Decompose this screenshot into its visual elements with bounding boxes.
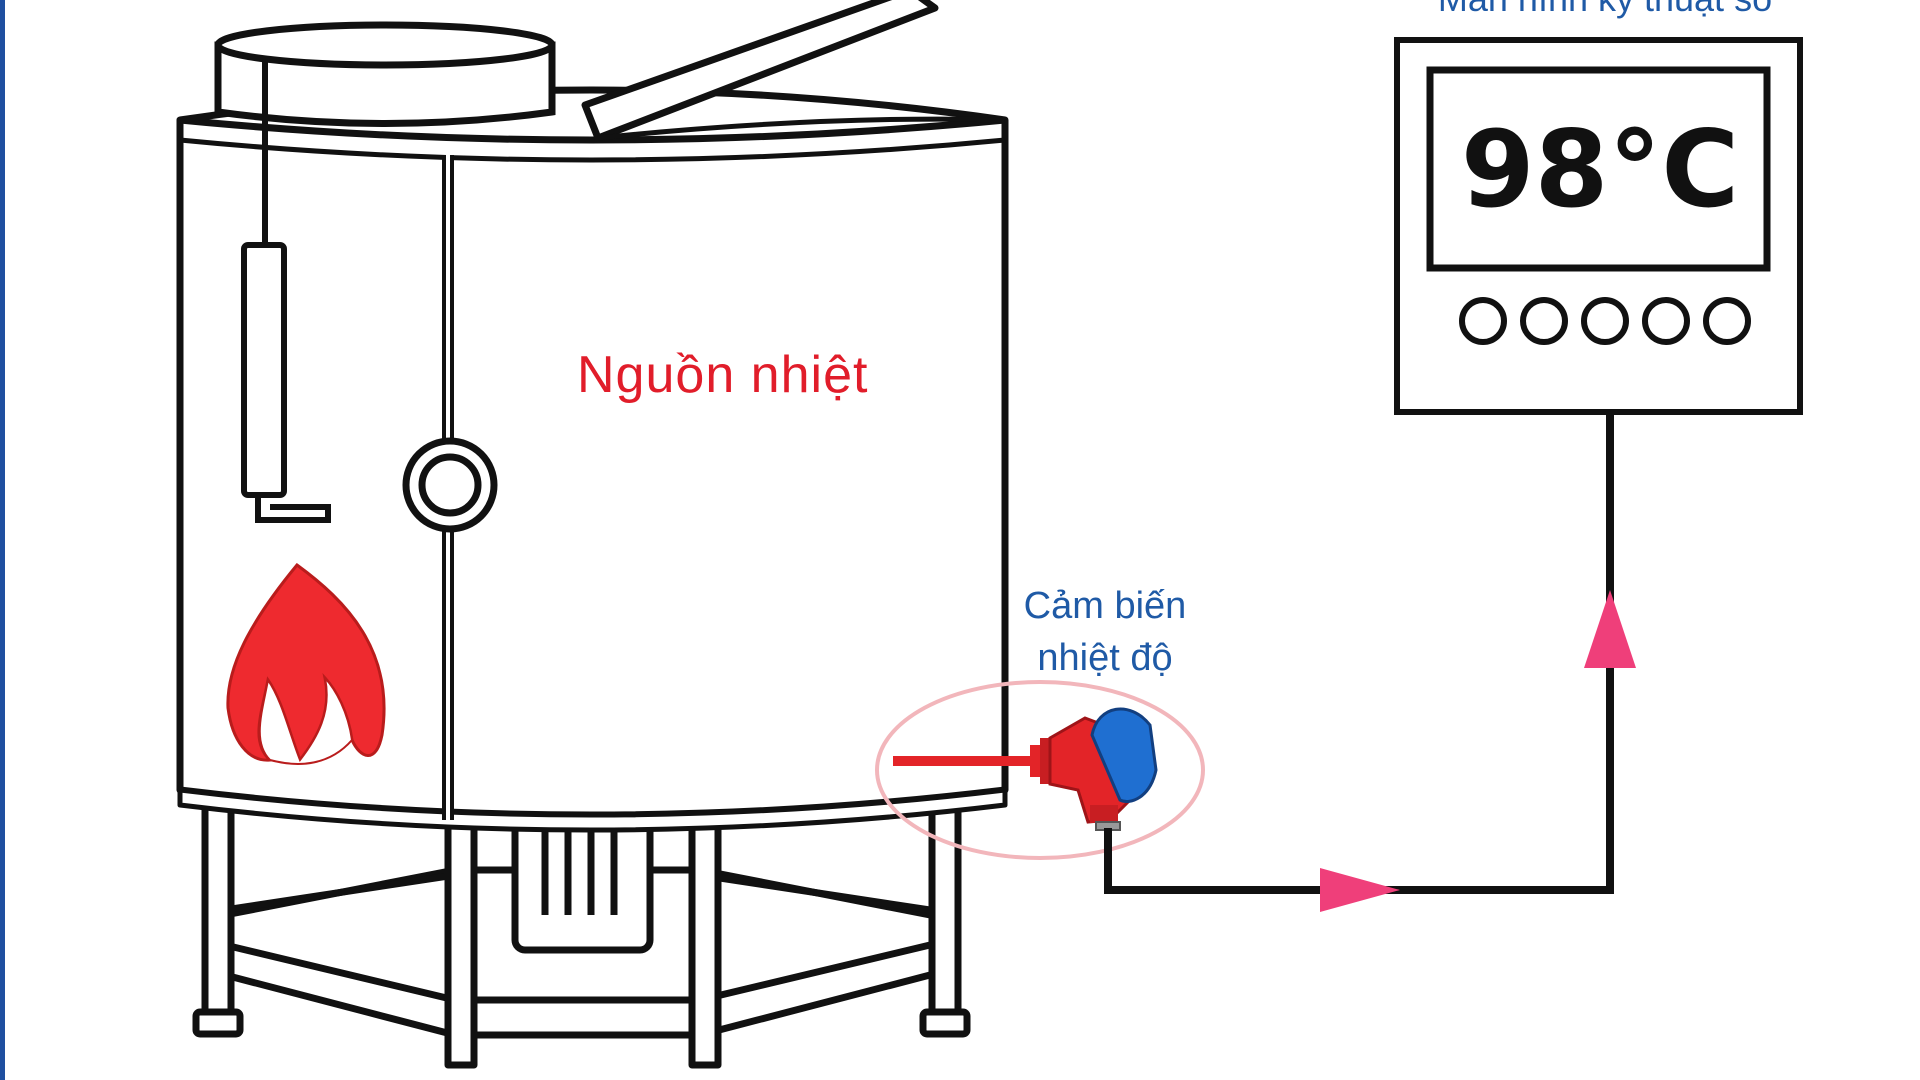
- level-gauge: [241, 60, 331, 523]
- thermocouple-sensor-icon: [893, 707, 1158, 831]
- sensor-label-line1: Cảm biến: [1023, 585, 1187, 627]
- foot-left: [192, 1008, 244, 1038]
- inspection-port: [402, 437, 498, 533]
- heat-source-label: Nguồn nhiệt: [577, 346, 869, 404]
- monitor-title: Màn hình kỹ thuật số: [1390, 0, 1820, 20]
- tank-collar: [214, 21, 556, 127]
- flame-icon: [226, 562, 386, 765]
- monitor-screen: [1426, 66, 1771, 272]
- tank-body: [176, 86, 1009, 833]
- sensor-label: Cảm biến nhiệt độ: [990, 580, 1220, 684]
- flow-arrow-icon: [1320, 868, 1400, 912]
- drain-box: [511, 816, 654, 954]
- monitor-button-4[interactable]: [1642, 297, 1690, 345]
- flow-arrow-up-icon: [1584, 590, 1636, 668]
- tank-lid: [581, 0, 1006, 142]
- leg-right: [928, 796, 962, 1019]
- sensor-label-line2: nhiệt độ: [1037, 637, 1173, 679]
- sensor-highlight-ring: [875, 680, 1205, 860]
- monitor-button-2[interactable]: [1520, 297, 1568, 345]
- foot-right: [919, 1008, 971, 1038]
- frame-left-edge: [0, 0, 5, 1080]
- digital-monitor: [1394, 37, 1803, 415]
- monitor-button-1[interactable]: [1459, 297, 1507, 345]
- leg-left: [201, 796, 235, 1019]
- monitor-button-5[interactable]: [1703, 297, 1751, 345]
- leg-front-right: [688, 806, 722, 1069]
- monitor-reading: 98°C: [1460, 108, 1740, 231]
- monitor-button-3[interactable]: [1581, 297, 1629, 345]
- leg-front-left: [444, 806, 478, 1069]
- tank-stand: [192, 796, 971, 1069]
